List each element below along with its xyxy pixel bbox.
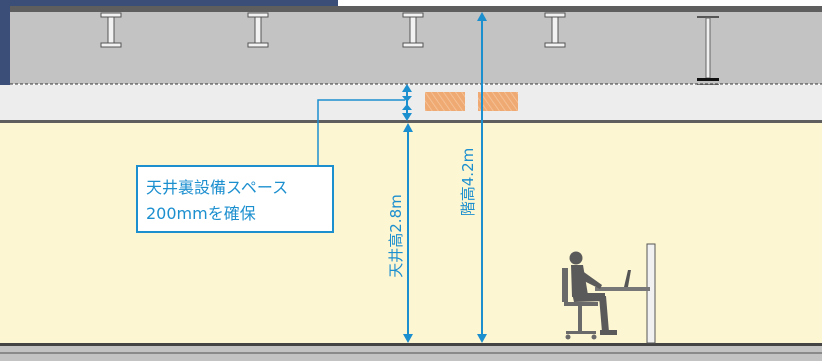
lower-slab-line — [0, 352, 822, 354]
callout-line-2: 200mmを確保 — [146, 204, 256, 223]
ceiling-height-dimension — [403, 123, 413, 343]
room-interior — [0, 123, 822, 344]
i-beam-icon — [544, 12, 566, 48]
ceiling-height-label: 天井高2.8m — [387, 194, 405, 277]
callout-leader-line — [317, 99, 405, 166]
dark-panel-top — [0, 0, 338, 7]
dark-panel-left — [0, 0, 10, 85]
floor-height-dimension — [477, 12, 487, 343]
office-worker-icon — [562, 243, 656, 344]
plenum-height-dimension — [402, 84, 412, 121]
ceiling-line — [0, 120, 822, 123]
i-beam-icon — [402, 12, 424, 48]
callout-line-1: 天井裏設備スペース — [146, 178, 288, 197]
floor-height-label: 階高4.2m — [459, 148, 477, 216]
i-beam-icon — [247, 12, 269, 48]
floor-line — [0, 343, 822, 346]
callout-box — [136, 165, 334, 233]
duct-icon — [478, 92, 518, 111]
i-beam-icon — [100, 12, 122, 48]
upper-slab-top-edge — [10, 6, 822, 12]
duct-icon — [425, 92, 465, 111]
